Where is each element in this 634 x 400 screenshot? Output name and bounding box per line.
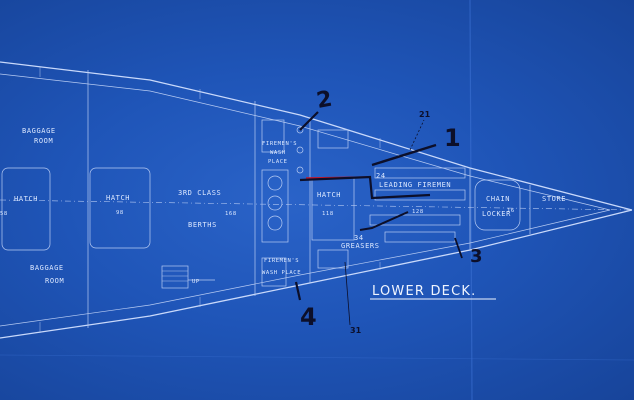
ink-slash-4 — [294, 281, 302, 301]
ink-slash-2 — [299, 111, 319, 131]
fixture-circle-3 — [267, 215, 283, 231]
label-baggage-room-top-2: ROOM — [34, 137, 53, 145]
annotation-number-31: 31 — [350, 326, 362, 335]
ink-leader-31 — [344, 261, 351, 326]
hatch-left-outline — [1, 167, 51, 251]
label-hatch-fwd-num: 118 — [322, 211, 334, 217]
label-hatch-left-num: 58 — [0, 211, 8, 217]
label-leading-firemen: LEADING FIREMEN — [379, 181, 451, 189]
annotation-number-21: 21 — [419, 110, 431, 119]
small-berth-top — [317, 129, 349, 149]
paper-fold-line — [469, 0, 473, 400]
small-berth-bottom — [317, 249, 349, 269]
label-third-class: 3RD CLASS — [178, 189, 221, 197]
label-baggage-room-bottom-2: ROOM — [45, 277, 64, 285]
hatch-mid-outline — [89, 167, 151, 249]
label-leading-firemen-count: 24 — [376, 172, 386, 180]
label-baggage-room-top-1: BAGGAGE — [22, 127, 56, 135]
hull-inner-starboard — [0, 209, 611, 327]
chain-locker-outline — [474, 179, 521, 231]
basin-3 — [296, 166, 304, 174]
label-hatch-fwd: HATCH — [317, 191, 341, 199]
paper-crease — [0, 354, 634, 361]
annotation-number-3: 3 — [470, 246, 483, 267]
fixture-circle-1 — [267, 175, 283, 191]
label-room-128: 128 — [412, 209, 424, 215]
frame-ticks — [39, 67, 381, 333]
hull-port-side — [0, 61, 633, 211]
label-firemen-wash-top-2: WASH — [270, 150, 286, 156]
label-chain-locker-1: CHAIN — [486, 195, 510, 203]
ink-route-line-upper — [299, 175, 431, 200]
wash-basin-block-bottom — [261, 257, 287, 287]
label-chain-locker-2: LOCKER — [482, 210, 511, 218]
label-hatch-mid: HATCH — [106, 194, 130, 202]
label-third-class-num: 168 — [225, 211, 237, 217]
hull-inner-port — [0, 73, 611, 211]
ink-route-line-lower — [359, 211, 409, 231]
berth-row-2 — [374, 189, 466, 201]
label-firemen-wash-bottom-1: FIREMEN'S — [264, 258, 299, 264]
stair-outline — [161, 265, 189, 289]
annotation-number-1: 1 — [444, 124, 461, 152]
label-firemen-wash-top-3: PLACE — [268, 159, 288, 165]
hull-starboard-side — [0, 209, 633, 339]
berth-row-4 — [384, 231, 456, 243]
drawing-title: LOWER DECK. — [372, 284, 476, 299]
basin-2 — [296, 146, 304, 154]
wash-basin-block-top — [261, 119, 285, 153]
annotation-number-2: 2 — [315, 87, 334, 114]
ink-slash-1 — [371, 143, 437, 167]
label-berths: BERTHS — [188, 221, 217, 229]
label-greasers: GREASERS — [341, 242, 380, 250]
label-hatch-mid-num: 98 — [116, 210, 124, 216]
ink-leader-21 — [409, 119, 425, 151]
berth-row-1 — [374, 167, 466, 179]
annotation-number-4: 4 — [300, 303, 317, 331]
label-hatch-left: HATCH — [14, 195, 38, 203]
label-greasers-count: 34 — [354, 234, 364, 242]
label-baggage-room-bottom-1: BAGGAGE — [30, 264, 64, 272]
label-chain-locker-num: 16 — [507, 208, 515, 214]
fixture-circle-2 — [267, 195, 283, 211]
label-store: STORE — [542, 195, 566, 203]
berth-row-3 — [369, 214, 461, 226]
boiler-fixture-block — [261, 169, 289, 243]
label-stair: UP — [192, 279, 200, 285]
ink-slash-3 — [454, 237, 463, 259]
centreline — [0, 199, 633, 211]
label-firemen-wash-top-1: FIREMEN'S — [262, 141, 297, 147]
basin-1 — [296, 126, 304, 134]
hatch-fwd-outline — [311, 177, 355, 241]
label-firemen-wash-bottom-2: WASH PLACE — [262, 270, 301, 276]
